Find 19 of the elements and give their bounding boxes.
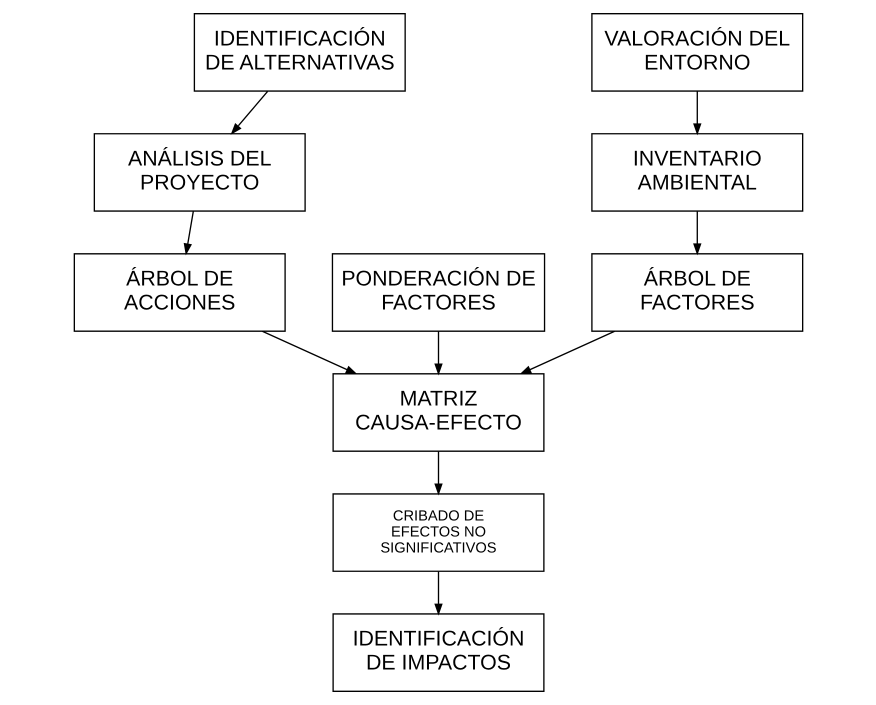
arrow	[434, 572, 442, 616]
node-box: ÁRBOL DE ACCIONES	[73, 253, 286, 332]
node-box: PONDERACIÓN DE FACTORES	[331, 253, 545, 332]
arrow	[434, 452, 442, 496]
node-box: IDENTIFICACIÓN DE IMPACTOS	[332, 613, 544, 692]
arrow	[183, 211, 194, 256]
node-box: INVENTARIO AMBIENTAL	[590, 133, 803, 212]
node-box: ANÁLISIS DEL PROYECTO	[93, 133, 306, 212]
node-box: IDENTIFICACIÓN DE ALTERNATIVAS	[193, 13, 406, 92]
arrow	[692, 212, 701, 256]
node-box: MATRIZ CAUSA-EFECTO	[332, 373, 544, 452]
arrow	[518, 330, 614, 375]
arrow	[262, 330, 358, 375]
arrow	[692, 92, 701, 136]
node-box: ÁRBOL DE FACTORES	[590, 253, 803, 332]
arrow	[230, 91, 268, 135]
node-box: VALORACIÓN DEL ENTORNO	[590, 13, 803, 92]
node-box: CRIBADO DE EFECTOS NO SIGNIFICATIVOS	[332, 493, 544, 572]
arrow	[434, 332, 442, 376]
